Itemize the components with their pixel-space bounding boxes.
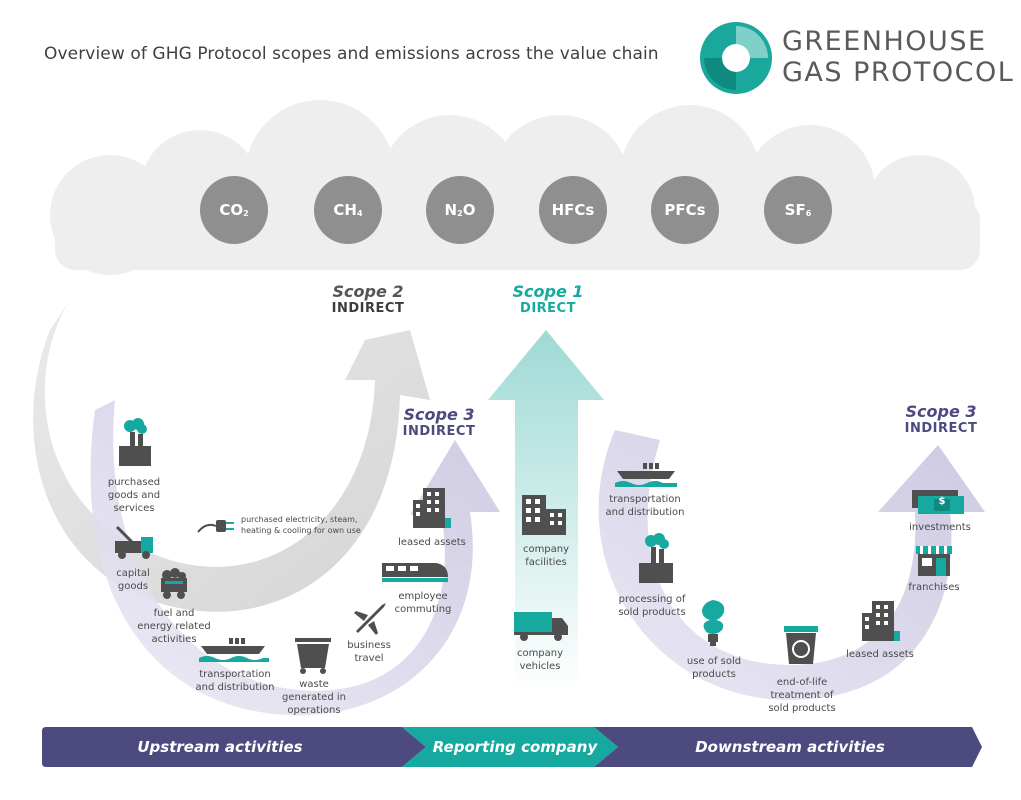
cloud-band	[50, 100, 980, 275]
reporting-company-label: Reporting company	[432, 738, 598, 756]
scope1-type: DIRECT	[520, 301, 576, 316]
scope2-label: Scope 2 INDIRECT	[318, 282, 418, 316]
cargo-ship-icon	[199, 638, 269, 662]
upstream-leased-assets-label: leased assets	[398, 537, 466, 548]
money-stack-icon	[912, 490, 964, 514]
office-building-icon	[413, 488, 451, 528]
scope3-downstream-name: Scope 3	[905, 402, 977, 421]
scope3-downstream-label: Scope 3 INDIRECT	[891, 402, 991, 436]
scope2-electricity-label: purchased electricity, steam,heating & c…	[241, 515, 361, 535]
coal-cart-icon	[161, 568, 187, 599]
scope2-type: INDIRECT	[331, 301, 405, 316]
company-building-icon	[522, 495, 566, 535]
greenhouse-gas-protocol-logo-icon	[700, 22, 772, 94]
franchises-label: franchises	[908, 582, 960, 593]
scope3-upstream-type: INDIRECT	[402, 424, 476, 439]
scope3-downstream-type: INDIRECT	[904, 421, 978, 436]
activity-band	[42, 727, 982, 767]
electric-plug-icon	[197, 520, 234, 533]
scope1-name: Scope 1	[512, 282, 584, 301]
downstream-leased-assets-label: leased assets	[846, 649, 914, 660]
factory-icon	[119, 418, 151, 466]
airplane-icon	[354, 603, 386, 635]
scope2-name: Scope 2	[332, 282, 404, 301]
gas-hfcs: HFCs	[539, 176, 607, 244]
gas-pfcs: PFCs	[651, 176, 719, 244]
processing-factory-icon	[639, 533, 673, 583]
logo-line2: GAS PROTOCOL	[782, 57, 1015, 88]
downstream-activities-label: Downstream activities	[695, 738, 885, 756]
upstream-activities-label: Upstream activities	[137, 738, 303, 756]
logo-wordmark: GREENHOUSE GAS PROTOCOL	[782, 26, 1014, 88]
lightbulb-icon	[702, 600, 725, 646]
scope3-upstream-label: Scope 3 INDIRECT	[389, 405, 489, 439]
page-title: Overview of GHG Protocol scopes and emis…	[44, 44, 659, 64]
dumpster-icon	[295, 638, 331, 674]
recycle-bin-icon	[784, 626, 818, 664]
train-icon	[382, 563, 448, 582]
storefront-icon	[916, 546, 952, 576]
scope1-label: Scope 1 DIRECT	[498, 282, 598, 316]
scope2-arrow	[33, 300, 430, 612]
investments-label: investments	[909, 522, 971, 533]
delivery-truck-icon	[514, 612, 568, 641]
downstream-office-building-icon	[862, 601, 900, 641]
dollar-symbol: $	[938, 496, 946, 507]
logo-line1: GREENHOUSE	[782, 26, 987, 57]
scope3-upstream-name: Scope 3	[403, 405, 475, 424]
downstream-cargo-ship-icon	[615, 463, 677, 487]
crane-truck-icon	[115, 525, 153, 559]
